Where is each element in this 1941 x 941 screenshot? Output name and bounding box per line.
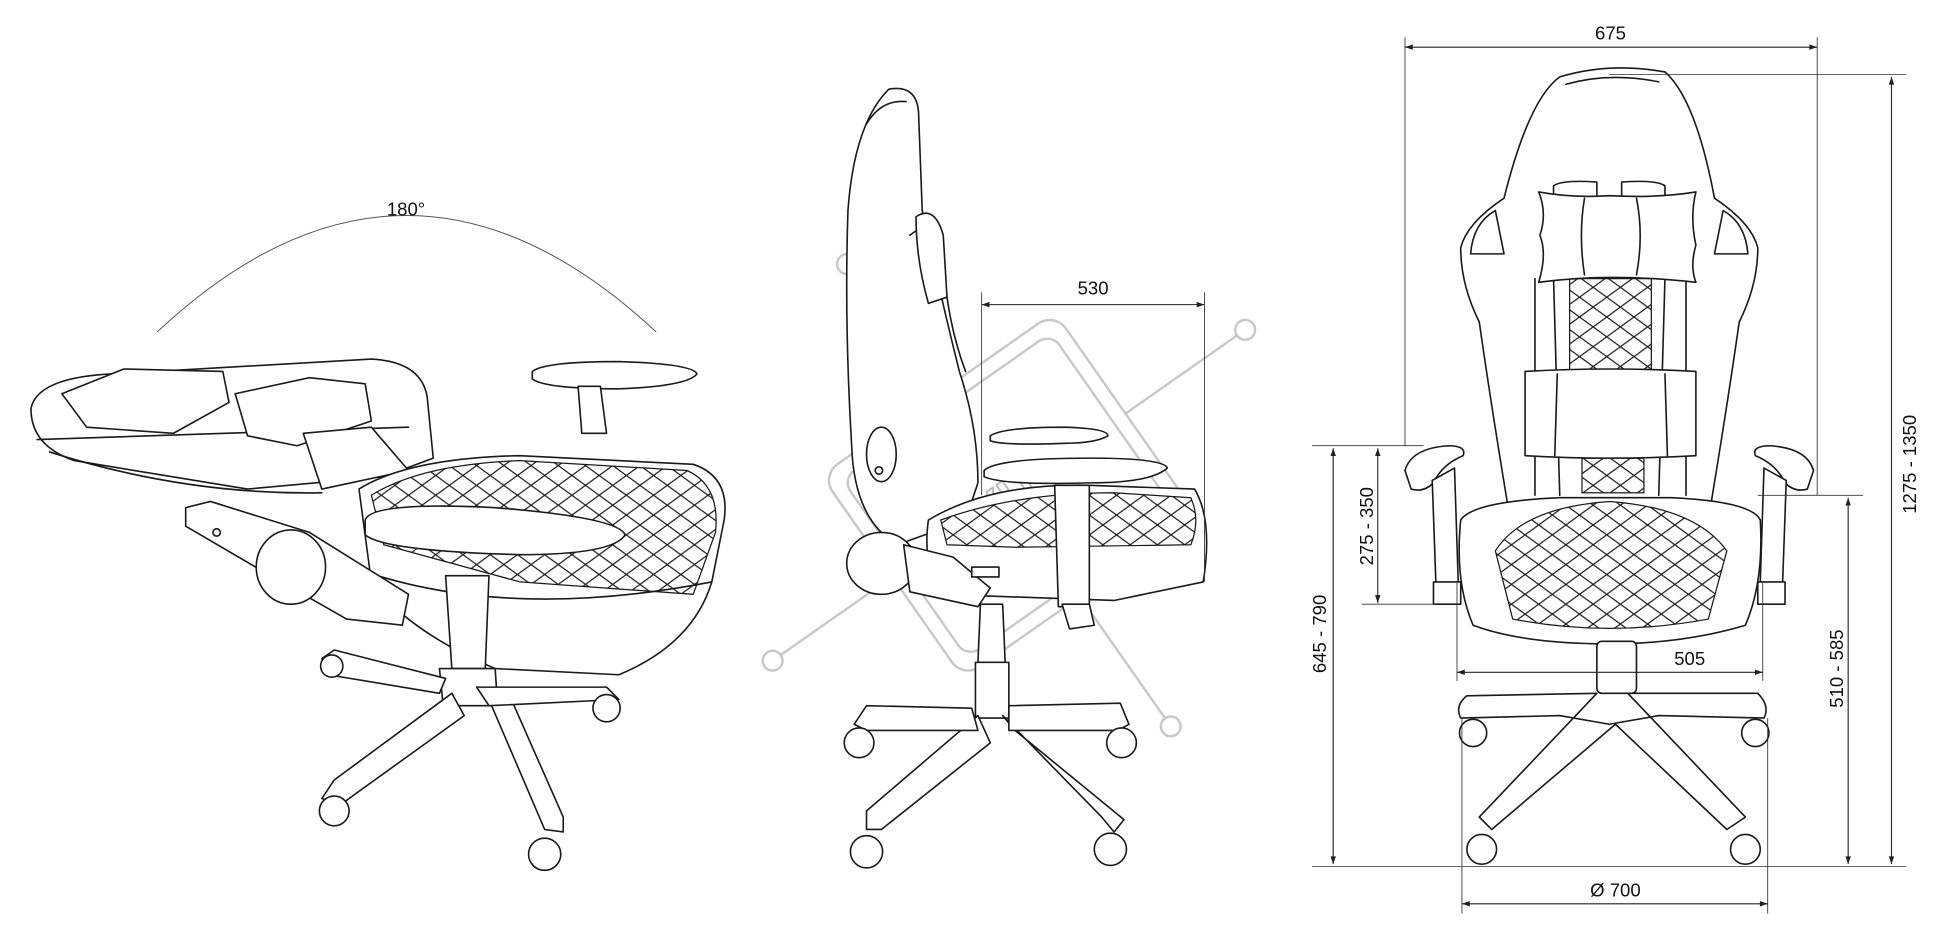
armrest-floor-height-label: 645 - 790 — [1309, 595, 1330, 673]
armrest-seat-height-label: 275 - 350 — [1356, 487, 1377, 565]
reclined-view: 180° — [30, 198, 726, 872]
seat-width-label: 505 — [1674, 648, 1705, 669]
overall-height-label: 1275 - 1350 — [1899, 415, 1920, 514]
side-view: 530 — [843, 87, 1208, 869]
seat-depth-label: 530 — [1078, 278, 1109, 299]
recline-angle-label: 180° — [387, 198, 425, 219]
base-diameter-label: Ø 700 — [1590, 879, 1641, 900]
overall-width-label: 675 — [1595, 23, 1626, 44]
seat-height-label: 510 - 585 — [1826, 629, 1847, 707]
front-view: 675 1275 - 1350 645 - 790 275 - 350 510 … — [1309, 23, 1920, 914]
recline-arc — [156, 215, 657, 333]
